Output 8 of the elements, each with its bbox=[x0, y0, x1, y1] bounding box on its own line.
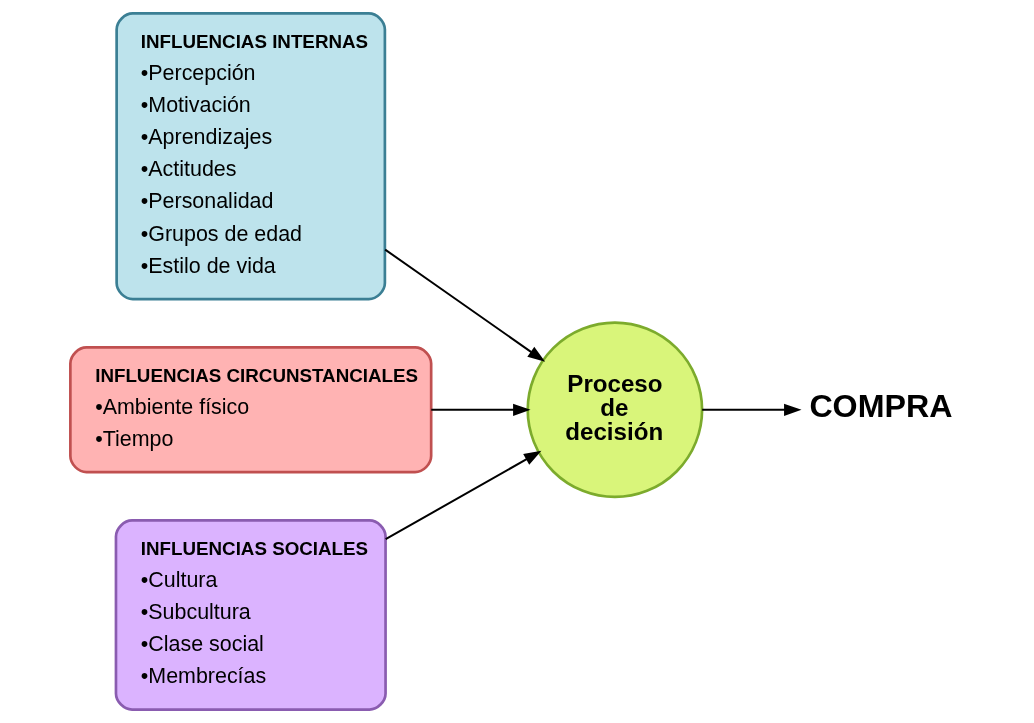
node-text: COMPRA bbox=[809, 387, 953, 424]
arrow bbox=[385, 450, 542, 541]
node-box: INFLUENCIAS SOCIALES •Cultura •Subcultura •Clase social •Membrecías bbox=[114, 519, 387, 711]
node-box: INFLUENCIAS INTERNAS •Percepción •Motivación •Aprendizajes •Actitudes •Personalidad •Grupos de edad •Estilo de vida bbox=[115, 12, 387, 301]
arrow bbox=[702, 403, 802, 416]
arrow bbox=[384, 248, 546, 362]
node-box: INFLUENCIAS CIRCUNSTANCIALES •Ambiente físico •Tiempo bbox=[69, 346, 433, 474]
arrow bbox=[431, 403, 531, 416]
